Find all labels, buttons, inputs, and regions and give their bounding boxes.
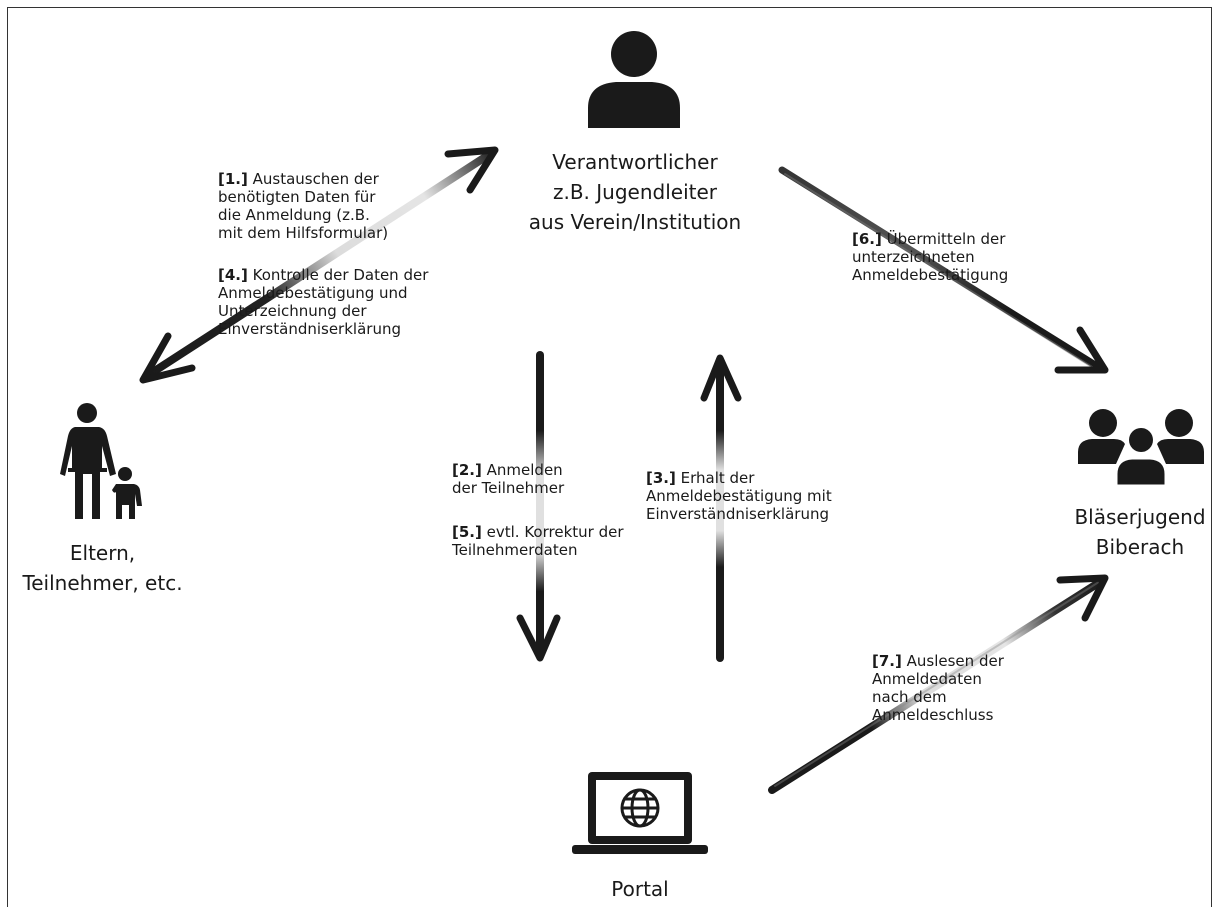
parents-label-line: Teilnehmer, etc.	[22, 571, 183, 595]
parent-child-icon	[60, 403, 142, 519]
step-text: Übermitteln der	[886, 230, 1006, 248]
step-text: Anmeldebestätigung mit	[646, 487, 832, 505]
person-icon	[588, 31, 680, 128]
step-text: unterzeichneten	[852, 248, 975, 266]
step-text: der Teilnehmer	[452, 479, 565, 497]
arrow-responsible-portal	[516, 351, 561, 662]
group-icon	[1078, 409, 1204, 486]
step-1-label: [1.] Austauschen der benötigten Daten fü…	[218, 170, 388, 242]
parents-label-line: Eltern,	[69, 541, 136, 565]
organizer-label-line: Biberach	[1095, 535, 1185, 559]
step-4-label: [4.] Kontrolle der Daten der Anmeldebest…	[218, 266, 428, 338]
step-2-label: [2.] Anmelden der Teilnehmer	[452, 461, 564, 497]
step-3-label: [3.] Erhalt der Anmeldebestätigung mit E…	[646, 469, 832, 523]
step-5-label: [5.] evtl. Korrektur der Teilnehmerdaten	[452, 523, 624, 559]
step-text: Erhalt der	[680, 469, 755, 487]
step-text: Anmelden	[486, 461, 563, 479]
arrow-responsible-organizer	[778, 166, 1109, 374]
step-6-label: [6.] Übermitteln der unterzeichneten Anm…	[852, 230, 1008, 284]
step-number: [4.]	[218, 266, 248, 284]
step-text: Einverständniserklärung	[646, 505, 829, 523]
step-number: [5.]	[452, 523, 482, 541]
step-text: Teilnehmerdaten	[452, 541, 578, 559]
arrow-portal-responsible	[700, 354, 742, 662]
responsible-label-line: z.B. Jugendleiter	[552, 180, 718, 204]
responsible-label: Verantwortlicher z.B. Jugendleiter aus V…	[510, 147, 760, 237]
step-text: benötigten Daten für	[218, 188, 376, 206]
step-text: Anmeldeschluss	[872, 706, 994, 724]
step-text: Kontrolle der Daten der	[252, 266, 429, 284]
step-text: Anmeldebestätigung und	[218, 284, 408, 302]
step-text: Unterzeichnung der	[218, 302, 367, 320]
step-number: [3.]	[646, 469, 676, 487]
step-text: mit dem Hilfsformular)	[218, 224, 389, 242]
step-text: Austauschen der	[252, 170, 379, 188]
step-text: Anmeldedaten	[872, 670, 982, 688]
responsible-label-line: Verantwortlicher	[552, 150, 718, 174]
step-number: [1.]	[218, 170, 248, 188]
portal-label-line: Portal	[611, 877, 669, 901]
step-text: nach dem	[872, 688, 947, 706]
arrow-parents-responsible	[139, 146, 499, 384]
step-text: evtl. Korrektur der	[486, 523, 624, 541]
step-text: Anmeldebestätigung	[852, 266, 1009, 284]
arrow-portal-organizer	[768, 574, 1109, 794]
organizer-label: Bläserjugend Biberach	[1045, 502, 1215, 562]
step-number: [7.]	[872, 652, 902, 670]
organizer-label-line: Bläserjugend	[1074, 505, 1206, 529]
step-7-label: [7.] Auslesen der Anmeldedaten nach dem …	[872, 652, 1004, 724]
parents-label: Eltern, Teilnehmer, etc.	[15, 538, 190, 598]
step-number: [6.]	[852, 230, 882, 248]
step-number: [2.]	[452, 461, 482, 479]
step-text: die Anmeldung (z.B.	[218, 206, 370, 224]
diagram-frame	[7, 7, 1212, 907]
responsible-label-line: aus Verein/Institution	[528, 210, 742, 234]
step-text: Auslesen der	[906, 652, 1004, 670]
portal-label: Portal	[560, 874, 720, 904]
laptop-globe-icon	[572, 772, 708, 854]
step-text: Einverständniserklärung	[218, 320, 401, 338]
